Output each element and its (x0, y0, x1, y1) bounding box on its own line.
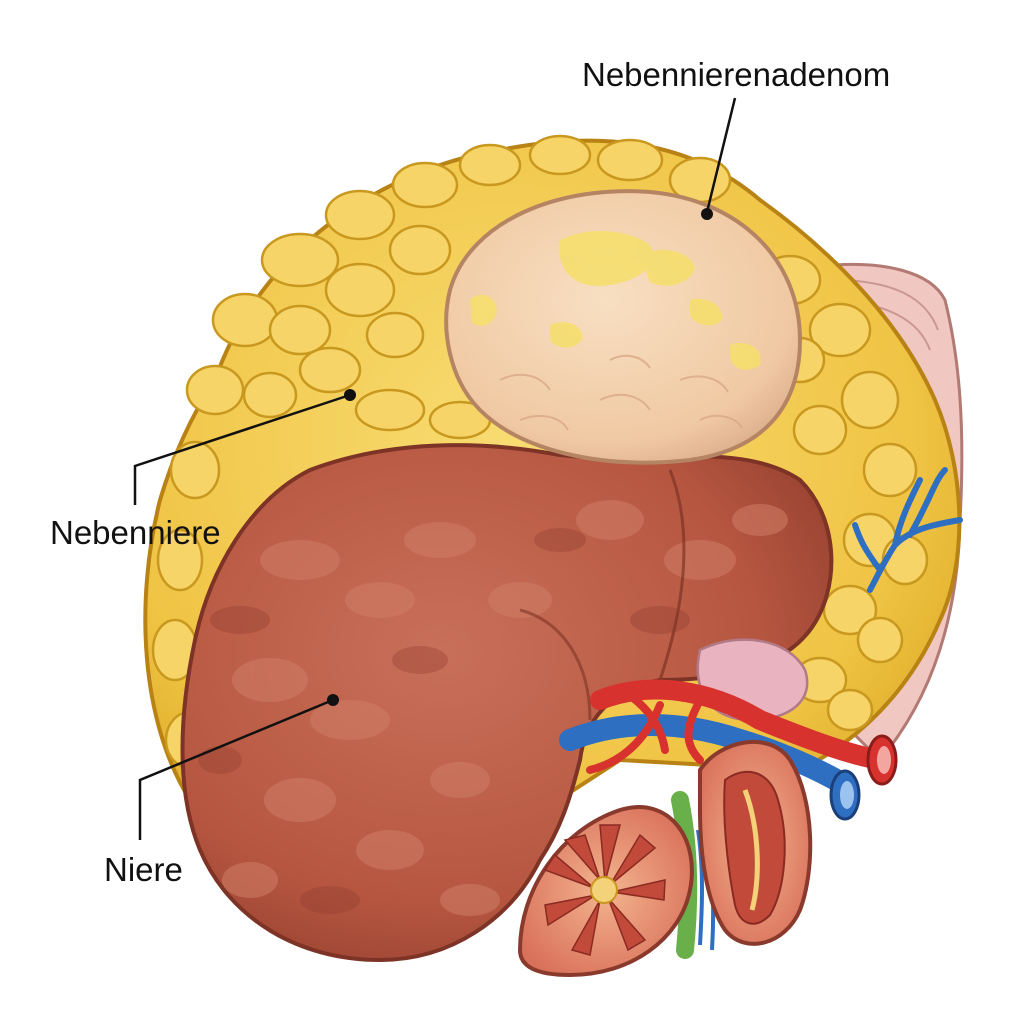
leader-dots (327, 208, 713, 706)
adrenal-adenoma-shape (444, 189, 803, 465)
leader-line-kidney (138, 698, 334, 840)
vein-lumen (840, 781, 854, 809)
leader-dot-adenoma (701, 208, 713, 220)
renal-pelvis-center (590, 876, 618, 904)
leader-line-adrenal (133, 393, 351, 505)
kidney-hilum-fold (519, 608, 592, 721)
renal-medulla-line (742, 789, 760, 911)
leader-dot-adrenal (344, 389, 356, 401)
artery-lumen (877, 746, 891, 774)
kidney-dark-patches (198, 528, 690, 914)
adenoma-texture (499, 354, 743, 431)
leader-line-adenoma (705, 97, 737, 213)
label-adrenal-adenoma: Nebennierenadenom (582, 56, 891, 93)
renal-pyramids (543, 824, 666, 956)
fat-lobules (151, 134, 929, 770)
renal-artery (590, 679, 890, 770)
leader-lines (133, 97, 737, 840)
label-kidney: Niere (104, 851, 183, 888)
label-adrenal-gland: Nebenniere (50, 514, 221, 551)
renal-vein (559, 714, 856, 796)
kidney-fold (658, 469, 686, 681)
kidney-texture (222, 500, 788, 916)
artery-branches (586, 686, 704, 774)
vein-branches-right (852, 467, 963, 593)
adenoma-yellow-patches (470, 230, 761, 370)
leader-dot-kidney (327, 694, 339, 706)
